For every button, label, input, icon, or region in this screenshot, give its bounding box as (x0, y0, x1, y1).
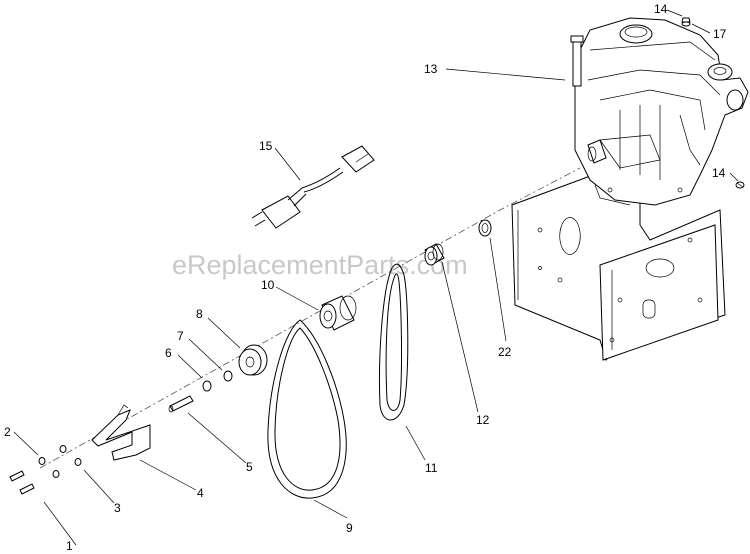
belt-9 (267, 319, 347, 499)
callout-2: 2 (4, 425, 11, 439)
callout-22: 22 (498, 345, 512, 359)
spacer-22 (478, 219, 492, 237)
callout-5: 5 (246, 460, 253, 474)
callout-8: 8 (196, 307, 203, 321)
pulley-12 (424, 243, 445, 266)
washer-6 (202, 380, 212, 392)
callout-13: 13 (424, 62, 438, 76)
assembly-axis (39, 167, 581, 469)
bolt-17 (681, 17, 691, 27)
washer-7 (223, 370, 233, 382)
engine (570, 17, 749, 206)
callout-11: 11 (425, 461, 438, 475)
callout-6: 6 (165, 346, 172, 360)
idler-bracket-4 (91, 404, 151, 461)
callout-17: 17 (713, 27, 727, 41)
callout-14-top: 14 (654, 2, 668, 16)
bolt-1 (9, 470, 35, 495)
callout-12: 12 (476, 413, 490, 427)
callout-1: 1 (66, 539, 73, 553)
frame-plate-front (599, 224, 719, 361)
pulley-10 (319, 295, 357, 331)
callout-15: 15 (259, 139, 273, 153)
callout-3: 3 (114, 501, 121, 515)
leader-lines (13, 9, 739, 546)
lock-washer-3 (52, 458, 82, 478)
callout-10: 10 (261, 278, 275, 292)
nut-2 (38, 445, 67, 465)
callout-7: 7 (177, 329, 184, 343)
callout-14-right: 14 (712, 166, 726, 180)
bolt-14-right (735, 181, 745, 189)
idler-pulley-8 (238, 344, 268, 376)
power-cord-15 (251, 145, 375, 229)
belt-11 (379, 263, 409, 421)
watermark-text: eReplacementParts.com (172, 250, 468, 280)
shaft-5 (168, 395, 194, 413)
callout-4: 4 (197, 486, 204, 500)
callout-9: 9 (346, 521, 353, 535)
